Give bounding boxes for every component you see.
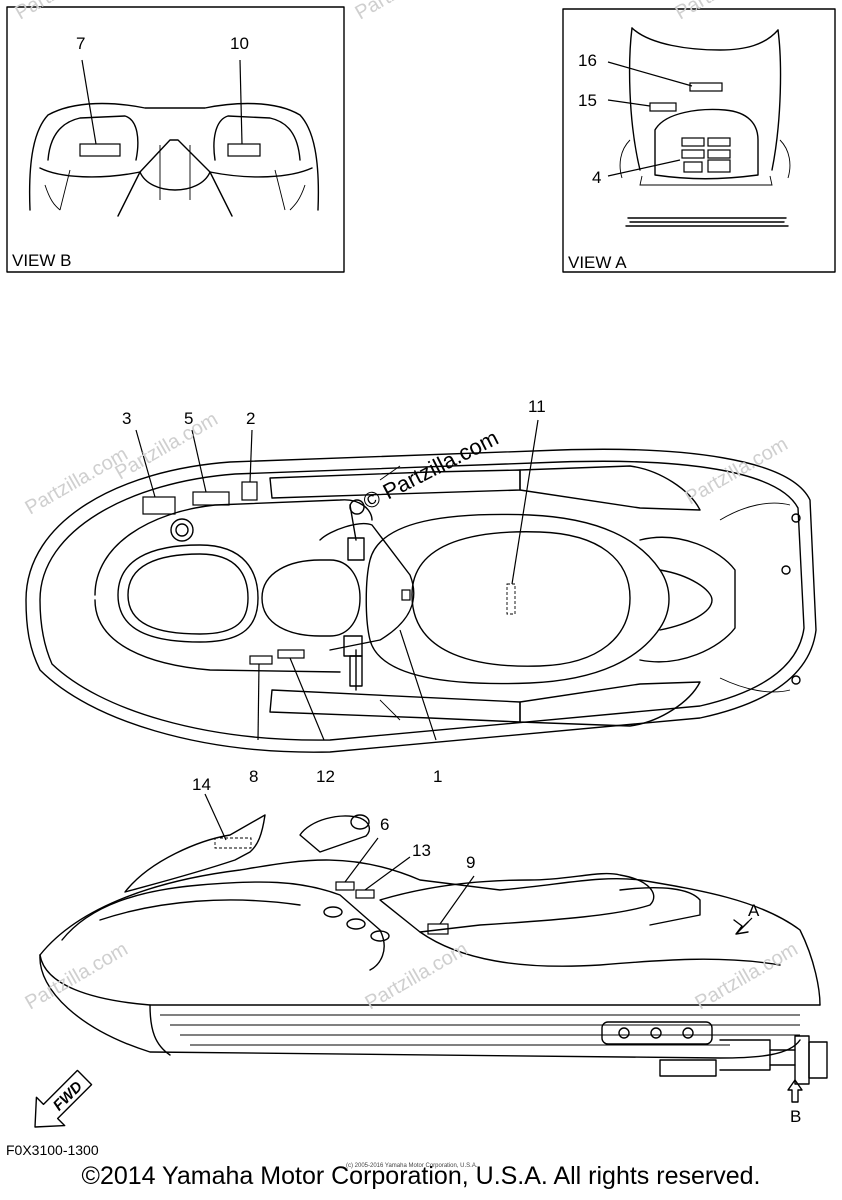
label-decal-8 bbox=[249, 655, 273, 665]
watermark-text: Partzilla.com bbox=[682, 433, 792, 509]
arrow-b-label: B bbox=[790, 1107, 801, 1126]
watermark-text: Partzilla.com bbox=[672, 0, 782, 24]
callout-5: 5 bbox=[184, 409, 193, 428]
label-decal-3 bbox=[142, 496, 176, 515]
label-decal-5 bbox=[192, 491, 230, 506]
callout-1: 1 bbox=[433, 767, 442, 786]
small-print: (c) 2005-2016 Yamaha Motor Corporation, … bbox=[346, 1163, 478, 1169]
side-view: 14 6 13 9 A B FWD bbox=[34, 775, 828, 1128]
callout-6: 6 bbox=[380, 815, 389, 834]
callout-10: 10 bbox=[230, 34, 249, 53]
label-decal-10 bbox=[227, 143, 261, 157]
callout-16: 16 bbox=[578, 51, 597, 70]
watermark-text: Partzilla.com bbox=[22, 938, 132, 1014]
watermarks: Partzilla.com Partzilla.com Partzilla.co… bbox=[12, 0, 802, 1014]
view-a-inset: 16 15 4 VIEW A bbox=[562, 8, 836, 273]
label-decal-1 bbox=[401, 589, 411, 601]
copyright-notice: ©2014 Yamaha Motor Corporation, U.S.A. A… bbox=[81, 1162, 761, 1190]
watermark-text: Partzilla.com bbox=[352, 0, 462, 24]
label-decal-13 bbox=[355, 889, 375, 899]
arrow-b bbox=[787, 1079, 803, 1103]
callout-2: 2 bbox=[246, 409, 255, 428]
watermark-text: Partzilla.com bbox=[12, 0, 122, 24]
callout-15: 15 bbox=[578, 91, 597, 110]
view-b-inset: 7 10 VIEW B bbox=[6, 6, 345, 273]
label-decal-16 bbox=[689, 82, 723, 92]
watermark-center: © Partzilla.com bbox=[359, 425, 502, 515]
view-a-frame bbox=[562, 8, 836, 273]
callout-14: 14 bbox=[192, 775, 211, 794]
label-decal-6 bbox=[335, 881, 355, 891]
callout-13: 13 bbox=[412, 841, 431, 860]
callout-9: 9 bbox=[466, 853, 475, 872]
watermark-text: Partzilla.com bbox=[22, 443, 132, 519]
callout-7: 7 bbox=[76, 34, 85, 53]
callout-8: 8 bbox=[249, 767, 258, 786]
view-a-caption: VIEW A bbox=[568, 253, 627, 272]
view-b-caption: VIEW B bbox=[12, 251, 72, 270]
label-decal-7 bbox=[79, 143, 121, 157]
label-decal-2 bbox=[241, 481, 258, 501]
callout-4: 4 bbox=[592, 168, 601, 187]
label-decal-15 bbox=[649, 102, 677, 112]
watermark-text: Partzilla.com bbox=[692, 938, 802, 1014]
arrow-a bbox=[733, 919, 749, 935]
arrow-a-label: A bbox=[748, 901, 760, 920]
label-decal-12 bbox=[277, 649, 305, 659]
callout-3: 3 bbox=[122, 409, 131, 428]
fwd-arrow-icon: FWD bbox=[34, 1069, 93, 1128]
callout-11: 11 bbox=[528, 397, 546, 416]
label-decal-9 bbox=[427, 923, 449, 935]
view-b-frame bbox=[6, 6, 345, 273]
label-decal-14 bbox=[214, 837, 252, 849]
label-decal-11 bbox=[506, 583, 516, 615]
callout-12: 12 bbox=[316, 767, 335, 786]
watermark-text: Partzilla.com bbox=[362, 938, 472, 1014]
diagram-code: F0X3100-1300 bbox=[6, 1142, 99, 1158]
